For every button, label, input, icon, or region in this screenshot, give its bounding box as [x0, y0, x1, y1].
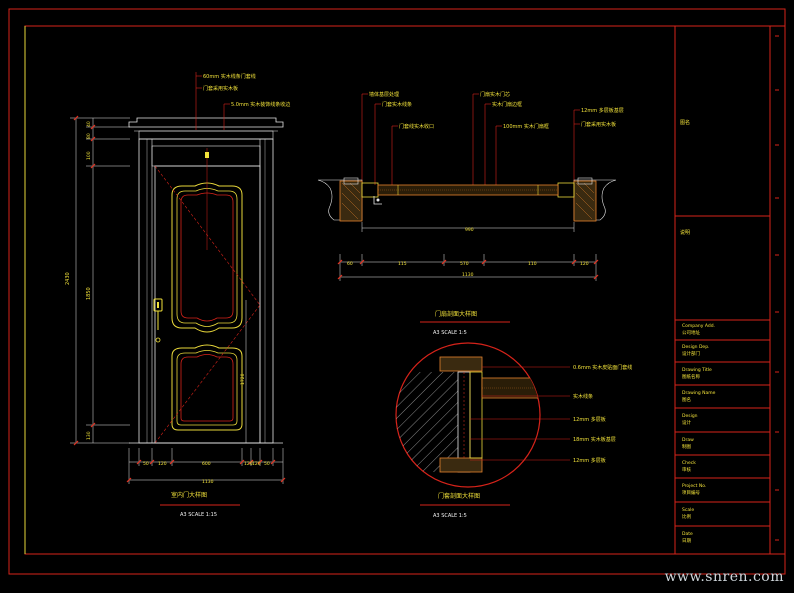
- dim-width-2: 600: [202, 461, 211, 467]
- dim-width-0: 50: [143, 461, 149, 467]
- section-callout-2: 门套线实木收口: [399, 123, 434, 130]
- svg-text:设计: 设计: [682, 419, 691, 426]
- section-dim-2: 570: [460, 261, 469, 267]
- svg-text:Design: Design: [682, 413, 698, 419]
- tb-row-0-cn: 图名: [680, 119, 690, 126]
- dim-total-width: 1130: [202, 479, 214, 485]
- svg-text:Scale: Scale: [682, 507, 694, 513]
- frame-detail-circle: 0.6mm 实木皮贴面门套线 实木线条 12mm 多层板 18mm 实木板基层 …: [395, 342, 632, 519]
- tb-row-9: Project No. 项目编号: [682, 483, 706, 496]
- tb-row-6: Design 设计: [682, 413, 698, 426]
- door-elevation-scale: A3 SCALE 1:15: [180, 512, 217, 518]
- door-elevation: 60mm 实木线条门套线 门套采用实木板 5.0mm 实木装饰线条收边 2430…: [65, 72, 290, 518]
- door-callout-2: 5.0mm 实木装饰线条收边: [231, 101, 290, 108]
- svg-text:Drawing Name: Drawing Name: [682, 390, 716, 396]
- door-elevation-title: 室内门大样图: [171, 491, 207, 499]
- dim-top-c: 100: [86, 151, 92, 160]
- dim-total-height: 2430: [65, 272, 71, 285]
- svg-text:设计部门: 设计部门: [682, 350, 700, 357]
- detail-callout-3: 18mm 实木板基层: [573, 436, 616, 443]
- section-dim-total: 1130: [462, 272, 474, 278]
- detail-scale: A3 SCALE 1:5: [433, 513, 467, 519]
- dim-middle-height: 1850: [86, 287, 92, 300]
- svg-text:制图: 制图: [682, 443, 691, 450]
- svg-text:图纸名称: 图纸名称: [682, 373, 700, 380]
- dim-top-b: 80: [86, 133, 92, 139]
- section-callout-4: 实木门扇边框: [492, 101, 522, 108]
- svg-text:Company Add.: Company Add.: [682, 323, 715, 329]
- detail-callout-2: 12mm 多层板: [573, 416, 606, 423]
- section-dim-1: 115: [398, 261, 407, 267]
- tb-row-11: Date 日期: [682, 531, 693, 544]
- section-callout-5: 100mm 实木门扇框: [503, 123, 549, 130]
- tb-row-4: Drawing Title 图纸名称: [682, 367, 712, 380]
- door-section-label: 门扇剖面大样图 A3 SCALE 1:5: [420, 310, 510, 336]
- dim-width-5: 50: [264, 461, 270, 467]
- svg-text:Design Dep.: Design Dep.: [682, 344, 710, 350]
- watermark: www.snren.com: [664, 569, 784, 585]
- dim-width-1: 120: [158, 461, 167, 467]
- tb-row-8: Check 审核: [682, 460, 696, 473]
- tb-row-10: Scale 比例: [682, 507, 694, 520]
- dim-width-3: 120: [244, 461, 253, 467]
- dim-width-4: 120: [252, 461, 261, 467]
- section-callout-3: 门扇实木门芯: [480, 91, 510, 98]
- section-scale: A3 SCALE 1:5: [433, 330, 467, 336]
- svg-text:Project No.: Project No.: [682, 483, 706, 489]
- section-dim-4: 120: [580, 261, 589, 267]
- section-callout-1: 门套实木线条: [382, 101, 412, 108]
- tb-row-7: Draw 制图: [682, 437, 694, 450]
- section-callout-7: 门套采用实木板: [581, 121, 616, 128]
- section-title: 门扇剖面大样图: [435, 310, 477, 318]
- door-section-plan: 墙体基层处理 门套实木线条 门套线实木收口 门扇实木门芯 实木门扇边框 100m…: [317, 91, 624, 281]
- tb-row-1-cn: 说明: [680, 229, 690, 236]
- section-dim-3: 110: [528, 261, 537, 267]
- tb-row-2: Company Add. 公司地址: [682, 323, 715, 336]
- dim-right-side: 1720: [240, 373, 246, 385]
- svg-text:Date: Date: [682, 531, 693, 537]
- svg-text:项目编号: 项目编号: [682, 489, 700, 496]
- tb-row-5: Drawing Name 图名: [682, 390, 716, 403]
- detail-callout-0: 0.6mm 实木皮贴面门套线: [573, 364, 632, 371]
- detail-callout-1: 实木线条: [573, 393, 593, 400]
- section-dim-0: 60: [347, 261, 353, 267]
- detail-callout-4: 12mm 多层板: [573, 457, 606, 464]
- door-callout-0: 60mm 实木线条门套线: [203, 73, 256, 80]
- section-callout-0: 墙体基层处理: [369, 91, 399, 98]
- svg-text:Draw: Draw: [682, 437, 694, 443]
- svg-text:公司地址: 公司地址: [682, 329, 700, 336]
- tb-row-3: Design Dep. 设计部门: [682, 344, 710, 357]
- dim-top-a: 40: [86, 121, 92, 127]
- svg-text:审核: 审核: [682, 466, 691, 473]
- door-callout-1: 门套采用实木板: [203, 85, 238, 92]
- detail-title: 门套剖面大样图: [438, 492, 480, 500]
- section-callout-6: 12mm 多层板基层: [581, 107, 624, 114]
- title-block: 图名 说明 Company Add. 公司地址 Design Dep. 设计部门…: [674, 26, 771, 554]
- svg-text:比例: 比例: [682, 513, 691, 520]
- svg-text:Drawing Title: Drawing Title: [682, 367, 712, 373]
- svg-text:图名: 图名: [682, 396, 691, 403]
- section-dim-leaf: 990: [465, 227, 474, 233]
- edge-ticks: [775, 35, 779, 541]
- svg-text:Check: Check: [682, 460, 696, 466]
- svg-text:日期: 日期: [682, 538, 691, 544]
- dim-bottom: 130: [86, 431, 92, 440]
- door-handle-icon: [153, 298, 163, 343]
